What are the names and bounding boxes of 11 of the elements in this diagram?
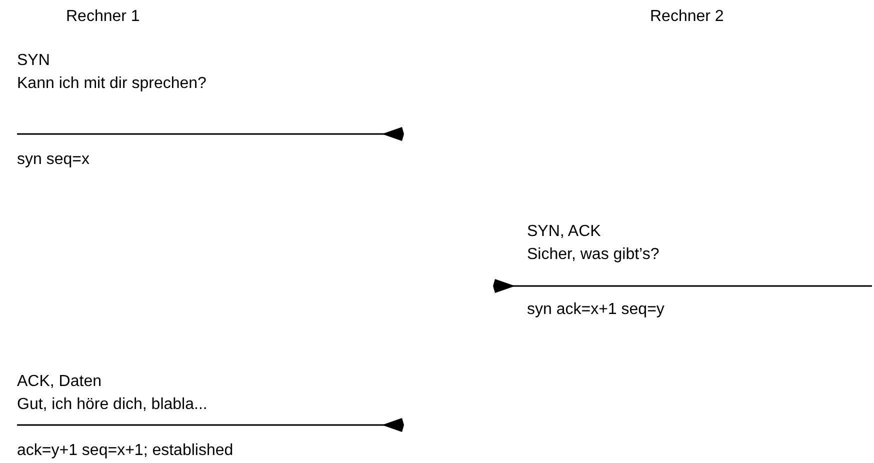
message-type: ACK, Daten	[17, 372, 102, 391]
message-text: Kann ich mit dir sprechen?	[17, 74, 206, 93]
message-type: SYN, ACK	[527, 222, 601, 241]
message-text: Sicher, was gibt’s?	[527, 245, 660, 264]
message-text: Gut, ich höre dich, blabla...	[17, 395, 208, 414]
segment-fields: ack=y+1 seq=x+1; established	[17, 441, 234, 460]
segment-fields: syn seq=x	[17, 150, 90, 169]
column-header: Rechner 1	[66, 7, 140, 26]
message-type: SYN	[17, 51, 50, 70]
segment-fields: syn ack=x+1 seq=y	[527, 300, 664, 319]
column-header: Rechner 2	[650, 7, 724, 26]
